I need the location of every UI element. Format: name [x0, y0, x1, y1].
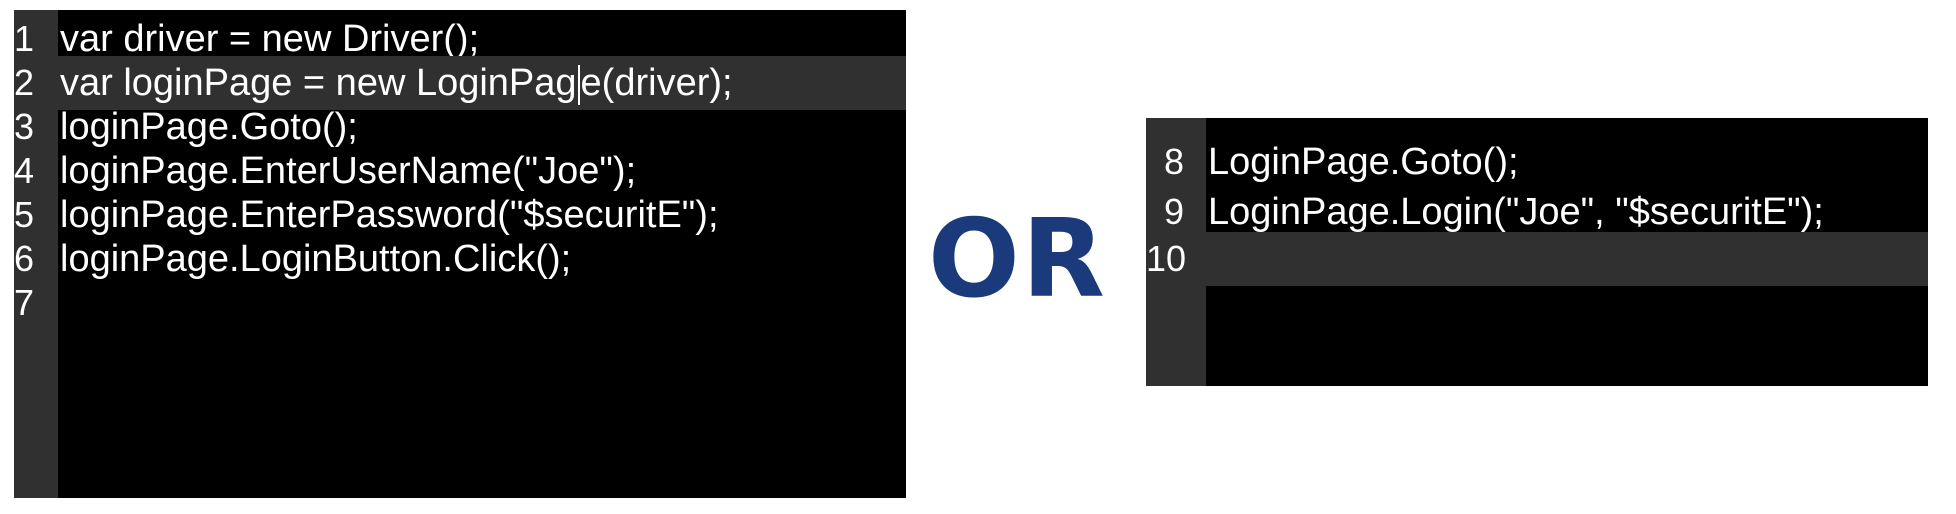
code-text[interactable]: var driver = new Driver(); [60, 18, 480, 60]
line-number: 1 [14, 18, 35, 59]
line-number: 2 [14, 62, 35, 103]
line-number: 9 [1163, 191, 1184, 232]
code-line[interactable]: 1 var driver = new Driver(); [14, 12, 906, 66]
code-line[interactable]: 6 loginPage.LoginButton.Click(); [14, 232, 906, 286]
line-number: 3 [14, 106, 35, 147]
code-line[interactable]: 8 LoginPage.Goto(); [1146, 135, 1928, 189]
code-text[interactable]: loginPage.EnterUserName("Joe"); [60, 150, 637, 192]
code-text[interactable]: loginPage.Goto(); [60, 106, 358, 148]
code-line[interactable]: 7 [14, 276, 906, 330]
line-number: 6 [14, 238, 35, 279]
code-editor-left[interactable]: 1 var driver = new Driver(); 2 var login… [14, 10, 906, 498]
line-number: 7 [14, 282, 35, 323]
code-text[interactable]: LoginPage.Login("Joe", "$securitE"); [1208, 191, 1824, 233]
code-editor-right[interactable]: 8 LoginPage.Goto(); 9 LoginPage.Login("J… [1146, 118, 1928, 386]
code-line[interactable]: 9 LoginPage.Login("Joe", "$securitE"); [1146, 185, 1928, 239]
line-number: 5 [14, 194, 35, 235]
text-caret [577, 64, 580, 105]
or-separator: OR [928, 197, 1107, 322]
line-number: 10 [1146, 238, 1187, 279]
code-line[interactable]: 4 loginPage.EnterUserName("Joe"); [14, 144, 906, 198]
code-text-before-caret: var loginPage = new LoginPag [60, 62, 577, 104]
line-number: 4 [14, 150, 35, 191]
code-text[interactable]: loginPage.LoginButton.Click(); [60, 238, 572, 280]
code-line[interactable]: 3 loginPage.Goto(); [14, 100, 906, 154]
code-line-current[interactable]: 10 [1146, 232, 1928, 286]
code-text[interactable]: loginPage.EnterPassword("$securitE"); [60, 194, 719, 236]
code-text-after-caret: e(driver); [580, 62, 733, 104]
code-line[interactable]: 5 loginPage.EnterPassword("$securitE"); [14, 188, 906, 242]
line-number: 8 [1163, 141, 1184, 182]
code-text[interactable]: LoginPage.Goto(); [1208, 141, 1519, 183]
